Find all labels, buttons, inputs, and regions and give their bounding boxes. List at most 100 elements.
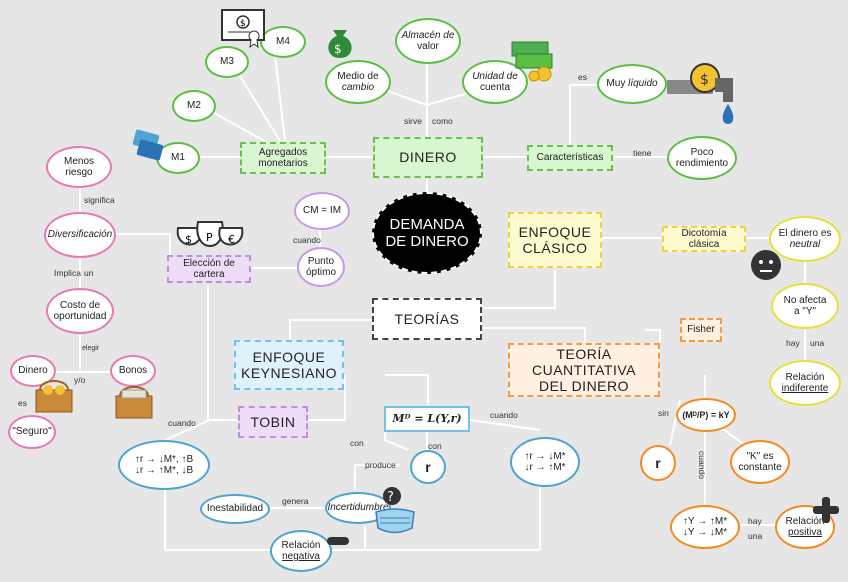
muy-liquido-node: Muy líquido [597, 64, 667, 104]
keynes-effect-line1: ↑r → ↓M* [524, 450, 566, 462]
bonos-node: Bonos [110, 355, 156, 387]
tobin-node: TOBIN [238, 406, 308, 438]
keynes-effect-node: ↑r → ↓M*↓r → ↑M* [510, 437, 580, 487]
label-produce: produce [365, 460, 396, 470]
minus-icon [326, 533, 350, 545]
m3-node: M3 [205, 46, 249, 78]
menos-riesgo-node: Menos riesgo [46, 146, 112, 188]
enfoque-keynes-line1: ENFOQUE [252, 348, 326, 365]
diversificacion-node: Diversificación [44, 212, 116, 258]
ky-effect-line1: ↑Y → ↑M* [682, 515, 728, 527]
faucet-icon: $ [665, 58, 745, 126]
diversificacion-label: Diversificación [47, 229, 113, 241]
k-constante-line2: constante [738, 462, 782, 473]
muy-liquido-italic: líquido [628, 78, 658, 90]
label-sirve: sirve [404, 116, 422, 126]
agregados-node: Agregados monetarios [240, 142, 326, 174]
svg-text:P: P [206, 231, 213, 244]
muy-liquido-prefix: Muy [606, 78, 626, 90]
r2-label: r [655, 454, 661, 471]
svg-text:$: $ [334, 42, 342, 56]
money-bags-icon: $ P € [172, 210, 246, 256]
seguro-label: "Seguro" [12, 426, 52, 438]
tobin-effect-line2: ↓r → ↑M*, ↓B [134, 465, 194, 476]
label-una2: una [748, 531, 763, 541]
relacion-indif-line1: Relación [785, 371, 825, 383]
medio-line2: cambio [341, 82, 375, 93]
label-cuando: cuando [293, 235, 321, 245]
r-node: r [410, 450, 446, 484]
teorias-label: TEORÍAS [394, 310, 460, 327]
enfoque-keynes-line2: KEYNESIANO [240, 365, 338, 381]
tobin-label: TOBIN [250, 413, 296, 430]
credit-card-icon [132, 126, 166, 164]
poco-rendimiento-node: Poco rendimiento [667, 136, 737, 180]
md-formula-label: Mᴰ = L(Y,r) [392, 411, 462, 425]
eleccion-node: Elección de cartera [167, 255, 251, 283]
basket-icon [112, 384, 156, 420]
label-es: es [578, 72, 587, 82]
money-bag-icon: $ [323, 22, 357, 60]
costo-label: Costo de oportunidad [53, 299, 107, 323]
unidad-line2: cuenta [479, 82, 511, 93]
label-cuando4: cuando [696, 451, 707, 479]
mask-icon [370, 506, 420, 536]
punto-label: Punto óptimo [305, 255, 336, 279]
no-afecta-line1: No afecta [783, 294, 827, 306]
cm-label: CM = IM [302, 205, 342, 217]
teoria-cuant-line1: TEORÍA CUANTITATIVA [532, 345, 636, 378]
eleccion-label: Elección de cartera [183, 257, 235, 281]
enfoque-clasico-line2: CLÁSICO [522, 240, 588, 256]
medio-line1: Medio de [337, 70, 379, 82]
dicotomia-label: Dicotomía clásica [681, 227, 727, 251]
teorias-node: TEORÍAS [372, 298, 482, 340]
svg-text:$: $ [185, 233, 192, 246]
svg-text:€: € [228, 233, 235, 246]
dinero-neutral-line1: El dinero es [778, 227, 832, 239]
dinero-label: DINERO [399, 149, 457, 166]
relacion-pos-line2: positiva [788, 527, 822, 538]
caracteristicas-node: Características [527, 145, 613, 171]
svg-text:?: ? [387, 490, 394, 505]
label-hay2: hay [748, 516, 762, 526]
m3-label: M3 [220, 56, 234, 68]
label-yo: y/o [74, 375, 86, 385]
relacion-indif-line2: indiferente [781, 383, 829, 394]
inestabilidad-label: Inestabilidad [206, 503, 264, 515]
label-una: una [810, 338, 825, 348]
label-genera: genera [282, 496, 309, 506]
caracteristicas-label: Características [536, 152, 604, 164]
svg-text:$: $ [700, 72, 709, 88]
bonos-label: Bonos [118, 365, 148, 377]
svg-text:$: $ [240, 19, 246, 29]
incertidumbre-label: Incertidumbre [327, 502, 389, 514]
no-afecta-line2: a "Y" [793, 306, 817, 317]
keynes-effect-line2: ↓r → ↑M* [524, 462, 566, 473]
inestabilidad-node: Inestabilidad [200, 494, 270, 524]
agregados-label: Agregados monetarios [258, 146, 308, 170]
fisher-node: Fisher [680, 318, 722, 342]
label-con2: con [428, 441, 442, 451]
dinero-neutral-line2: neutral [789, 239, 821, 250]
dicotomia-node: Dicotomía clásica [662, 226, 746, 252]
punto-node: Punto óptimo [297, 247, 345, 287]
seguro-node: "Seguro" [8, 415, 56, 449]
label-cuando2: cuando [168, 418, 196, 428]
ky-effect-node: ↑Y → ↑M*↓Y → ↓M* [670, 505, 740, 549]
label-es2: es [18, 398, 27, 408]
r2-node: r [640, 445, 676, 481]
enfoque-clasico-line1: ENFOQUE [518, 223, 592, 240]
center-line1: DEMANDA [389, 215, 465, 233]
label-cuando3: cuando [490, 410, 518, 420]
relacion-neg-line2: negativa [282, 551, 320, 562]
tobin-effect-line1: ↑r → ↓M*, ↑B [134, 453, 194, 465]
teoria-cuant-line2: DEL DINERO [538, 378, 630, 395]
